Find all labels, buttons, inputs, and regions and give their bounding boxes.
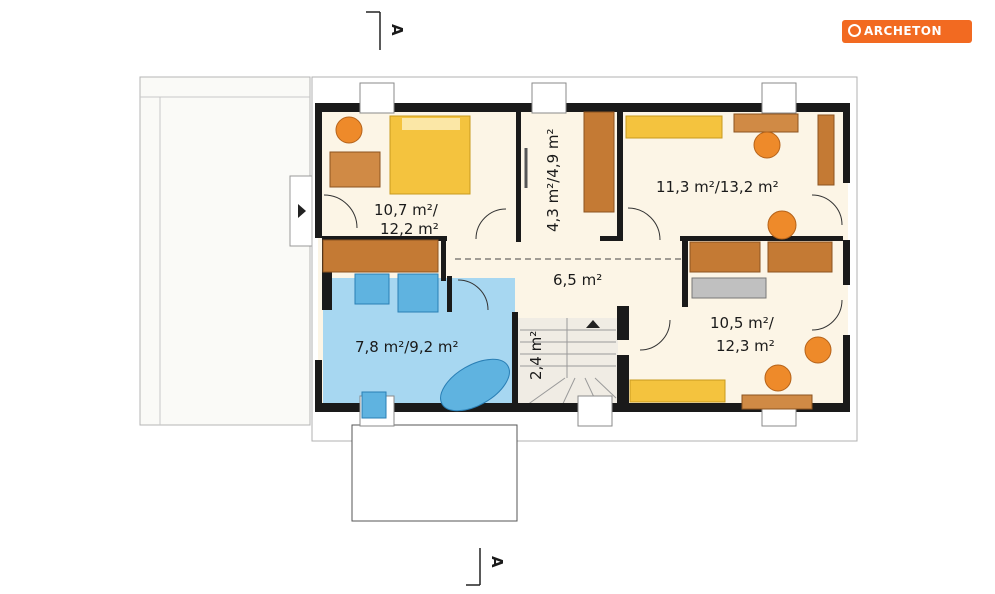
desk-1	[329, 151, 381, 188]
door-arc	[639, 319, 671, 351]
door-arc	[475, 208, 507, 240]
wardrobe-1	[322, 239, 439, 273]
shelf-2	[817, 114, 835, 186]
closet-wardrobe	[583, 111, 615, 213]
armchair-2	[767, 210, 797, 240]
shower	[397, 273, 439, 313]
stairs-area: 2,4 m²	[527, 331, 545, 380]
desk-2	[733, 113, 799, 133]
stair-direction-icon	[586, 320, 600, 328]
bathroom-area: 7,8 m²/9,2 m²	[355, 338, 459, 356]
armchair-3	[804, 336, 832, 364]
door-arc	[811, 194, 843, 226]
section-label-bottom: A	[488, 556, 506, 568]
door-arc	[457, 279, 489, 311]
archeton-logo: ARCHETON	[842, 20, 972, 43]
bedroom-3-area-total: 12,3 m²	[716, 337, 775, 355]
bedroom-1-area-total: 12,2 m²	[380, 220, 439, 238]
armchair-1	[335, 116, 363, 144]
section-label-top: A	[388, 24, 406, 36]
entrance-arrow-icon	[298, 204, 306, 218]
terrace-outline	[351, 424, 518, 522]
bedroom-2-area: 11,3 m²/13,2 m²	[656, 178, 779, 196]
brand-name: ARCHETON	[864, 24, 943, 38]
closet-area: 4,3 m²/4,9 m²	[544, 128, 562, 232]
office-chair-3	[764, 364, 792, 392]
office-chair-2	[753, 131, 781, 159]
bedroom-3-area: 10,5 m²/	[710, 314, 775, 332]
radiator	[691, 277, 767, 299]
toilet	[361, 391, 387, 419]
section-mark-bottom: A	[466, 548, 506, 586]
bedroom-1-area: 10,7 m²/	[374, 201, 439, 219]
wardrobe-3	[767, 241, 833, 273]
sink	[354, 273, 390, 305]
door-arc	[811, 299, 843, 331]
balcony-roof	[139, 76, 311, 426]
section-mark-top: A	[366, 11, 406, 50]
door-arc	[627, 207, 661, 241]
bed-2	[625, 115, 723, 139]
hall-area: 6,5 m²	[553, 271, 602, 289]
door-arc	[323, 194, 358, 229]
pillow	[402, 118, 460, 130]
bed-3	[629, 379, 726, 403]
desk-3	[741, 394, 813, 410]
logo-ring-icon	[848, 24, 861, 37]
bathtub	[440, 358, 510, 412]
wardrobe-2	[689, 241, 761, 273]
